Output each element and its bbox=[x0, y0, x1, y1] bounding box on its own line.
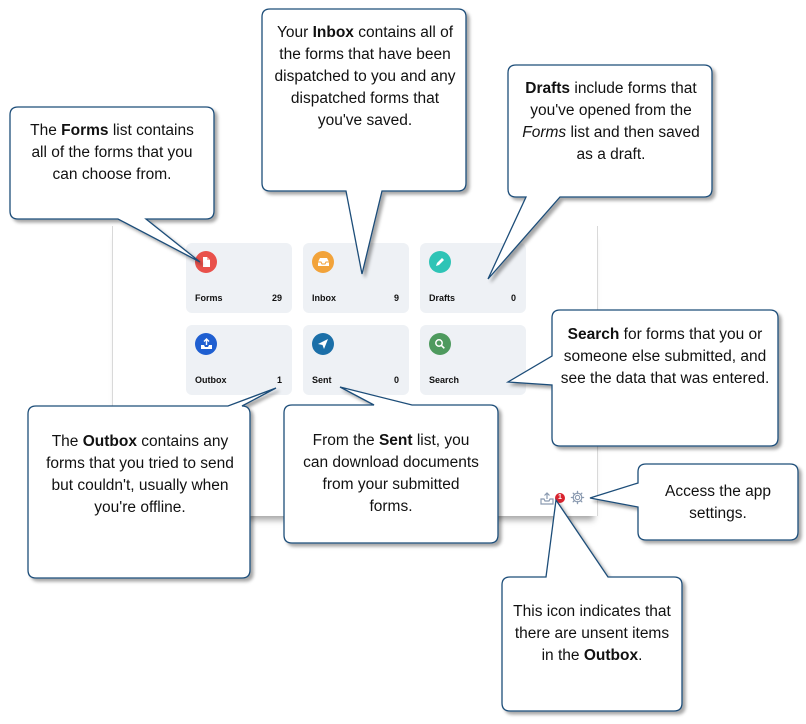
status-bar: 1 bbox=[540, 490, 588, 506]
callout-forms: The Forms list contains all of the forms… bbox=[30, 122, 194, 183]
tile-count: 1 bbox=[276, 375, 282, 385]
tile-forms[interactable]: Forms 29 bbox=[186, 243, 292, 313]
tile-label: Search bbox=[429, 375, 460, 385]
pencil-icon bbox=[429, 251, 451, 273]
tile-count: 9 bbox=[393, 293, 399, 303]
tile-count: 0 bbox=[510, 293, 516, 303]
callout-inbox: Your Inbox contains all of the forms tha… bbox=[274, 24, 456, 129]
callout-outbox: The Outbox contains any forms that you t… bbox=[46, 433, 234, 516]
tile-count: 0 bbox=[393, 375, 399, 385]
document-icon bbox=[195, 251, 217, 273]
tile-label: Outbox bbox=[195, 375, 227, 385]
tile-outbox[interactable]: Outbox 1 bbox=[186, 325, 292, 395]
callout-drafts: Drafts include forms that you've opened … bbox=[522, 80, 700, 163]
callout-settings: Access the app settings. bbox=[665, 483, 771, 522]
search-icon bbox=[429, 333, 451, 355]
tile-inbox[interactable]: Inbox 9 bbox=[303, 243, 409, 313]
outbox-icon bbox=[195, 333, 217, 355]
tile-label: Drafts bbox=[429, 293, 456, 303]
unsent-badge: 1 bbox=[555, 493, 565, 503]
callout-search: Search for forms that you or someone els… bbox=[560, 326, 770, 387]
callout-sent: From the Sent list, you can download doc… bbox=[303, 432, 479, 515]
tile-label: Sent bbox=[312, 375, 332, 385]
callout-unsent: This icon indicates that there are unsen… bbox=[513, 603, 671, 664]
outbox-status-icon[interactable] bbox=[540, 491, 554, 505]
tile-sent[interactable]: Sent 0 bbox=[303, 325, 409, 395]
tile-label: Inbox bbox=[312, 293, 336, 303]
gear-icon[interactable] bbox=[570, 490, 585, 505]
tile-count: 29 bbox=[271, 293, 282, 303]
tile-label: Forms bbox=[195, 293, 223, 303]
tile-search[interactable]: Search bbox=[420, 325, 526, 395]
send-icon bbox=[312, 333, 334, 355]
inbox-icon bbox=[312, 251, 334, 273]
tile-drafts[interactable]: Drafts 0 bbox=[420, 243, 526, 313]
